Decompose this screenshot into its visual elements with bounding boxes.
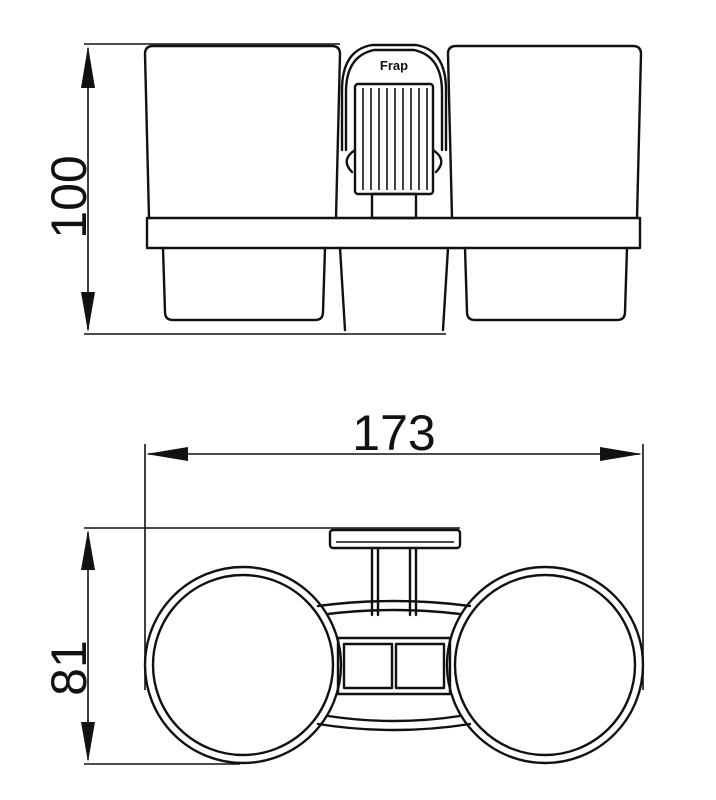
right-glass-upper bbox=[446, 44, 643, 220]
right-glass-lower bbox=[463, 246, 629, 322]
height-dimension: 100 bbox=[41, 43, 446, 335]
center-frame bbox=[336, 636, 452, 696]
arrow-right-icon bbox=[600, 447, 642, 461]
top-view: 173 81 bbox=[41, 405, 645, 765]
arrow-left-icon bbox=[146, 447, 188, 461]
center-support-lower bbox=[338, 246, 450, 332]
depth-dimension: 81 bbox=[41, 527, 460, 765]
left-glass-lower bbox=[161, 246, 327, 322]
width-dimension: 173 bbox=[144, 405, 644, 690]
wall-plate bbox=[328, 528, 462, 550]
center-frame-cell-right bbox=[394, 642, 446, 690]
holder-bottom-curve-inner bbox=[326, 714, 462, 723]
mounting-block bbox=[353, 82, 435, 196]
holder-bottom-curve bbox=[316, 722, 472, 732]
arrow-down-icon bbox=[81, 722, 95, 762]
front-view: 100 Frap bbox=[41, 43, 643, 335]
arrow-down-icon bbox=[81, 292, 95, 332]
holder-top-curve bbox=[316, 599, 472, 608]
bracket-outer bbox=[340, 43, 448, 152]
bracket-stem bbox=[370, 192, 418, 220]
center-frame-cell-left bbox=[342, 642, 394, 690]
left-ring-inner bbox=[151, 573, 335, 757]
depth-dimension-label: 81 bbox=[41, 640, 97, 696]
right-ring-outer bbox=[445, 565, 645, 765]
bracket-inner bbox=[344, 48, 444, 152]
left-ring-outer bbox=[143, 565, 343, 765]
wall-mount-bracket: Frap bbox=[340, 43, 448, 220]
arrow-up-icon bbox=[81, 530, 95, 570]
holder-bar bbox=[145, 216, 642, 250]
holder-top-curve-inner bbox=[326, 608, 462, 616]
right-ring-inner bbox=[453, 573, 637, 757]
width-dimension-label: 173 bbox=[352, 405, 435, 461]
height-dimension-label: 100 bbox=[41, 155, 97, 238]
bracket-clip-right bbox=[431, 148, 443, 174]
brand-logo: Frap bbox=[380, 58, 408, 73]
left-glass-upper bbox=[143, 44, 342, 220]
bracket-clip-left bbox=[345, 148, 357, 174]
arrow-up-icon bbox=[81, 46, 95, 88]
